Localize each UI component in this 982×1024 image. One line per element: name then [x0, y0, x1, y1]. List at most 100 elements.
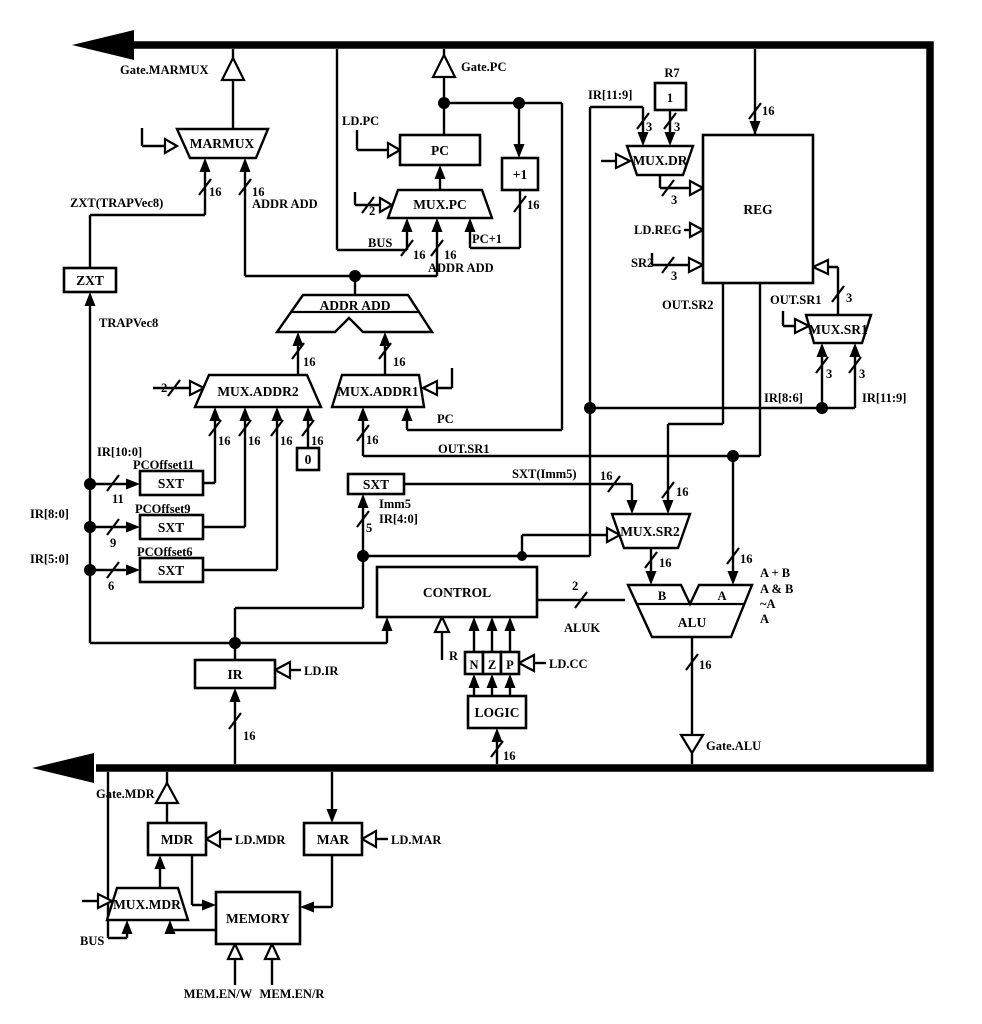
w16-logic-in: 16 — [503, 749, 516, 763]
gate-pc-icon — [431, 52, 457, 79]
w2-ma2-sel: 2 — [161, 381, 167, 395]
n-label: N — [469, 658, 478, 672]
mux-pc-shape — [386, 188, 494, 220]
mux-sr1-to-reg-icon — [810, 258, 830, 276]
aluk-label: ALUK — [564, 621, 600, 635]
gate-marmux-label: Gate.MARMUX — [120, 63, 209, 77]
z-label: Z — [488, 658, 496, 672]
w16-ma2-4: 16 — [311, 434, 324, 448]
mar-box — [302, 821, 364, 857]
sr2-label: SR2 — [631, 256, 653, 270]
ir-11-9-top-label: IR[11:9] — [588, 88, 632, 102]
gate-alu-label: Gate.ALU — [706, 739, 761, 753]
imm5-label: Imm5 — [379, 497, 411, 511]
w16-muxsr2-out: 16 — [659, 556, 672, 570]
mux-addr2-select-icon — [188, 379, 207, 397]
junction-dots — [84, 97, 828, 649]
w2-muxpc-sel: 2 — [369, 204, 375, 218]
w16-pc1: 16 — [527, 198, 540, 212]
sxt9-box — [138, 513, 205, 541]
zero-const-box — [295, 446, 321, 472]
control-box — [375, 565, 539, 619]
sr2-to-reg-icon — [687, 256, 706, 274]
ir-8-0-label: IR[8:0] — [30, 507, 69, 521]
mux-sr1-shape — [804, 313, 873, 345]
sxt9-label: SXT — [158, 520, 184, 535]
ld-mar-label: LD.MAR — [391, 833, 442, 847]
width-numbers: 16 16 16 16 16 16 16 16 16 16 16 16 16 1… — [108, 104, 865, 763]
mux-addr1-select-icon — [420, 379, 439, 397]
mux-mdr-label: MUX.MDR — [113, 897, 181, 912]
ld-cc-label: LD.CC — [549, 657, 588, 671]
mem-en-w-triangle-icon — [226, 941, 244, 961]
w16-marmux-l: 16 — [209, 185, 222, 199]
sxt11-label: SXT — [158, 476, 184, 491]
mux-dr-to-reg-icon — [688, 179, 706, 197]
pc-box — [398, 133, 482, 167]
memory-box — [214, 890, 302, 946]
ir-5-0-label: IR[5:0] — [30, 552, 69, 566]
logic-box — [466, 694, 528, 730]
out-sr1-label-a: OUT.SR1 — [438, 442, 490, 456]
r7-label: R7 — [664, 66, 679, 80]
ld-ir-label: LD.IR — [304, 664, 339, 678]
w16-alu-a: 16 — [740, 552, 753, 566]
w5-imm5: 5 — [366, 521, 372, 535]
w2-aluk: 2 — [572, 579, 578, 593]
mem-en-w-label: MEM.EN/W — [184, 987, 253, 1001]
w3-sr1-r: 3 — [859, 367, 865, 381]
w16-outsr2: 16 — [676, 485, 689, 499]
w16-sxtimm5-out: 16 — [600, 469, 613, 483]
gate-alu-icon — [679, 733, 705, 756]
marmux-shape — [175, 127, 270, 160]
w3-muxdr-l: 3 — [646, 120, 652, 134]
r-triangle-icon — [433, 614, 451, 634]
sxt11-box — [138, 469, 205, 497]
w16-adder-l: 16 — [303, 355, 316, 369]
w11-sxt11: 11 — [112, 492, 124, 506]
mem-en-r-label: MEM.EN/R — [260, 987, 326, 1001]
w3-sr2: 3 — [671, 269, 677, 283]
ir-box — [193, 658, 277, 690]
ld-pc-label: LD.PC — [342, 114, 379, 128]
pcoffset6-label: PCOffset6 — [137, 545, 193, 559]
mux-addr1-shape — [330, 373, 426, 409]
w16-adder-r: 16 — [393, 355, 406, 369]
r7-const-box — [653, 81, 688, 112]
pc-plus-1-label: PC+1 — [472, 232, 502, 246]
r7-const-label: 1 — [667, 91, 673, 105]
plus1-box — [500, 156, 540, 192]
addr-add-box-label: ADDR ADD — [320, 298, 391, 313]
ld-reg-label: LD.REG — [634, 223, 682, 237]
mdr-box — [146, 821, 208, 857]
sxt-imm5-box-label: SXT — [363, 477, 389, 492]
alu-b-label: B — [658, 589, 666, 603]
bus-left-arrow-bottom — [32, 753, 94, 783]
out-sr1-label-b: OUT.SR1 — [770, 293, 822, 307]
mux-sr1-label: MUX.SR1 — [808, 322, 868, 337]
alu-shape — [626, 583, 754, 639]
alu-op-pass: A — [760, 612, 769, 626]
ld-reg-triangle-icon — [688, 221, 706, 239]
mux-sr2-label: MUX.SR2 — [620, 524, 680, 539]
w6-sxt6: 6 — [108, 579, 114, 593]
addr-add-label-1: ADDR ADD — [252, 197, 318, 211]
reg-box — [701, 133, 815, 285]
pc-signal-label: PC — [437, 412, 454, 426]
zxt-box — [62, 266, 118, 294]
addr-add-shape — [274, 293, 435, 334]
sxt6-label: SXT — [158, 563, 184, 578]
mux-dr-shape — [625, 144, 695, 177]
components — [62, 81, 873, 946]
ld-mdr-triangle-icon — [203, 829, 222, 849]
marmux-label: MARMUX — [190, 136, 255, 151]
zxt-label: ZXT — [76, 273, 104, 288]
p-label: P — [506, 658, 514, 672]
out-sr2-label: OUT.SR2 — [662, 298, 714, 312]
mux-pc-label: MUX.PC — [413, 197, 467, 212]
arrowheads — [84, 121, 861, 934]
p-box — [499, 650, 521, 676]
gate-pc-label: Gate.PC — [461, 60, 506, 74]
mux-pc-select-icon — [378, 196, 395, 214]
sxt-imm5-box — [346, 472, 406, 496]
